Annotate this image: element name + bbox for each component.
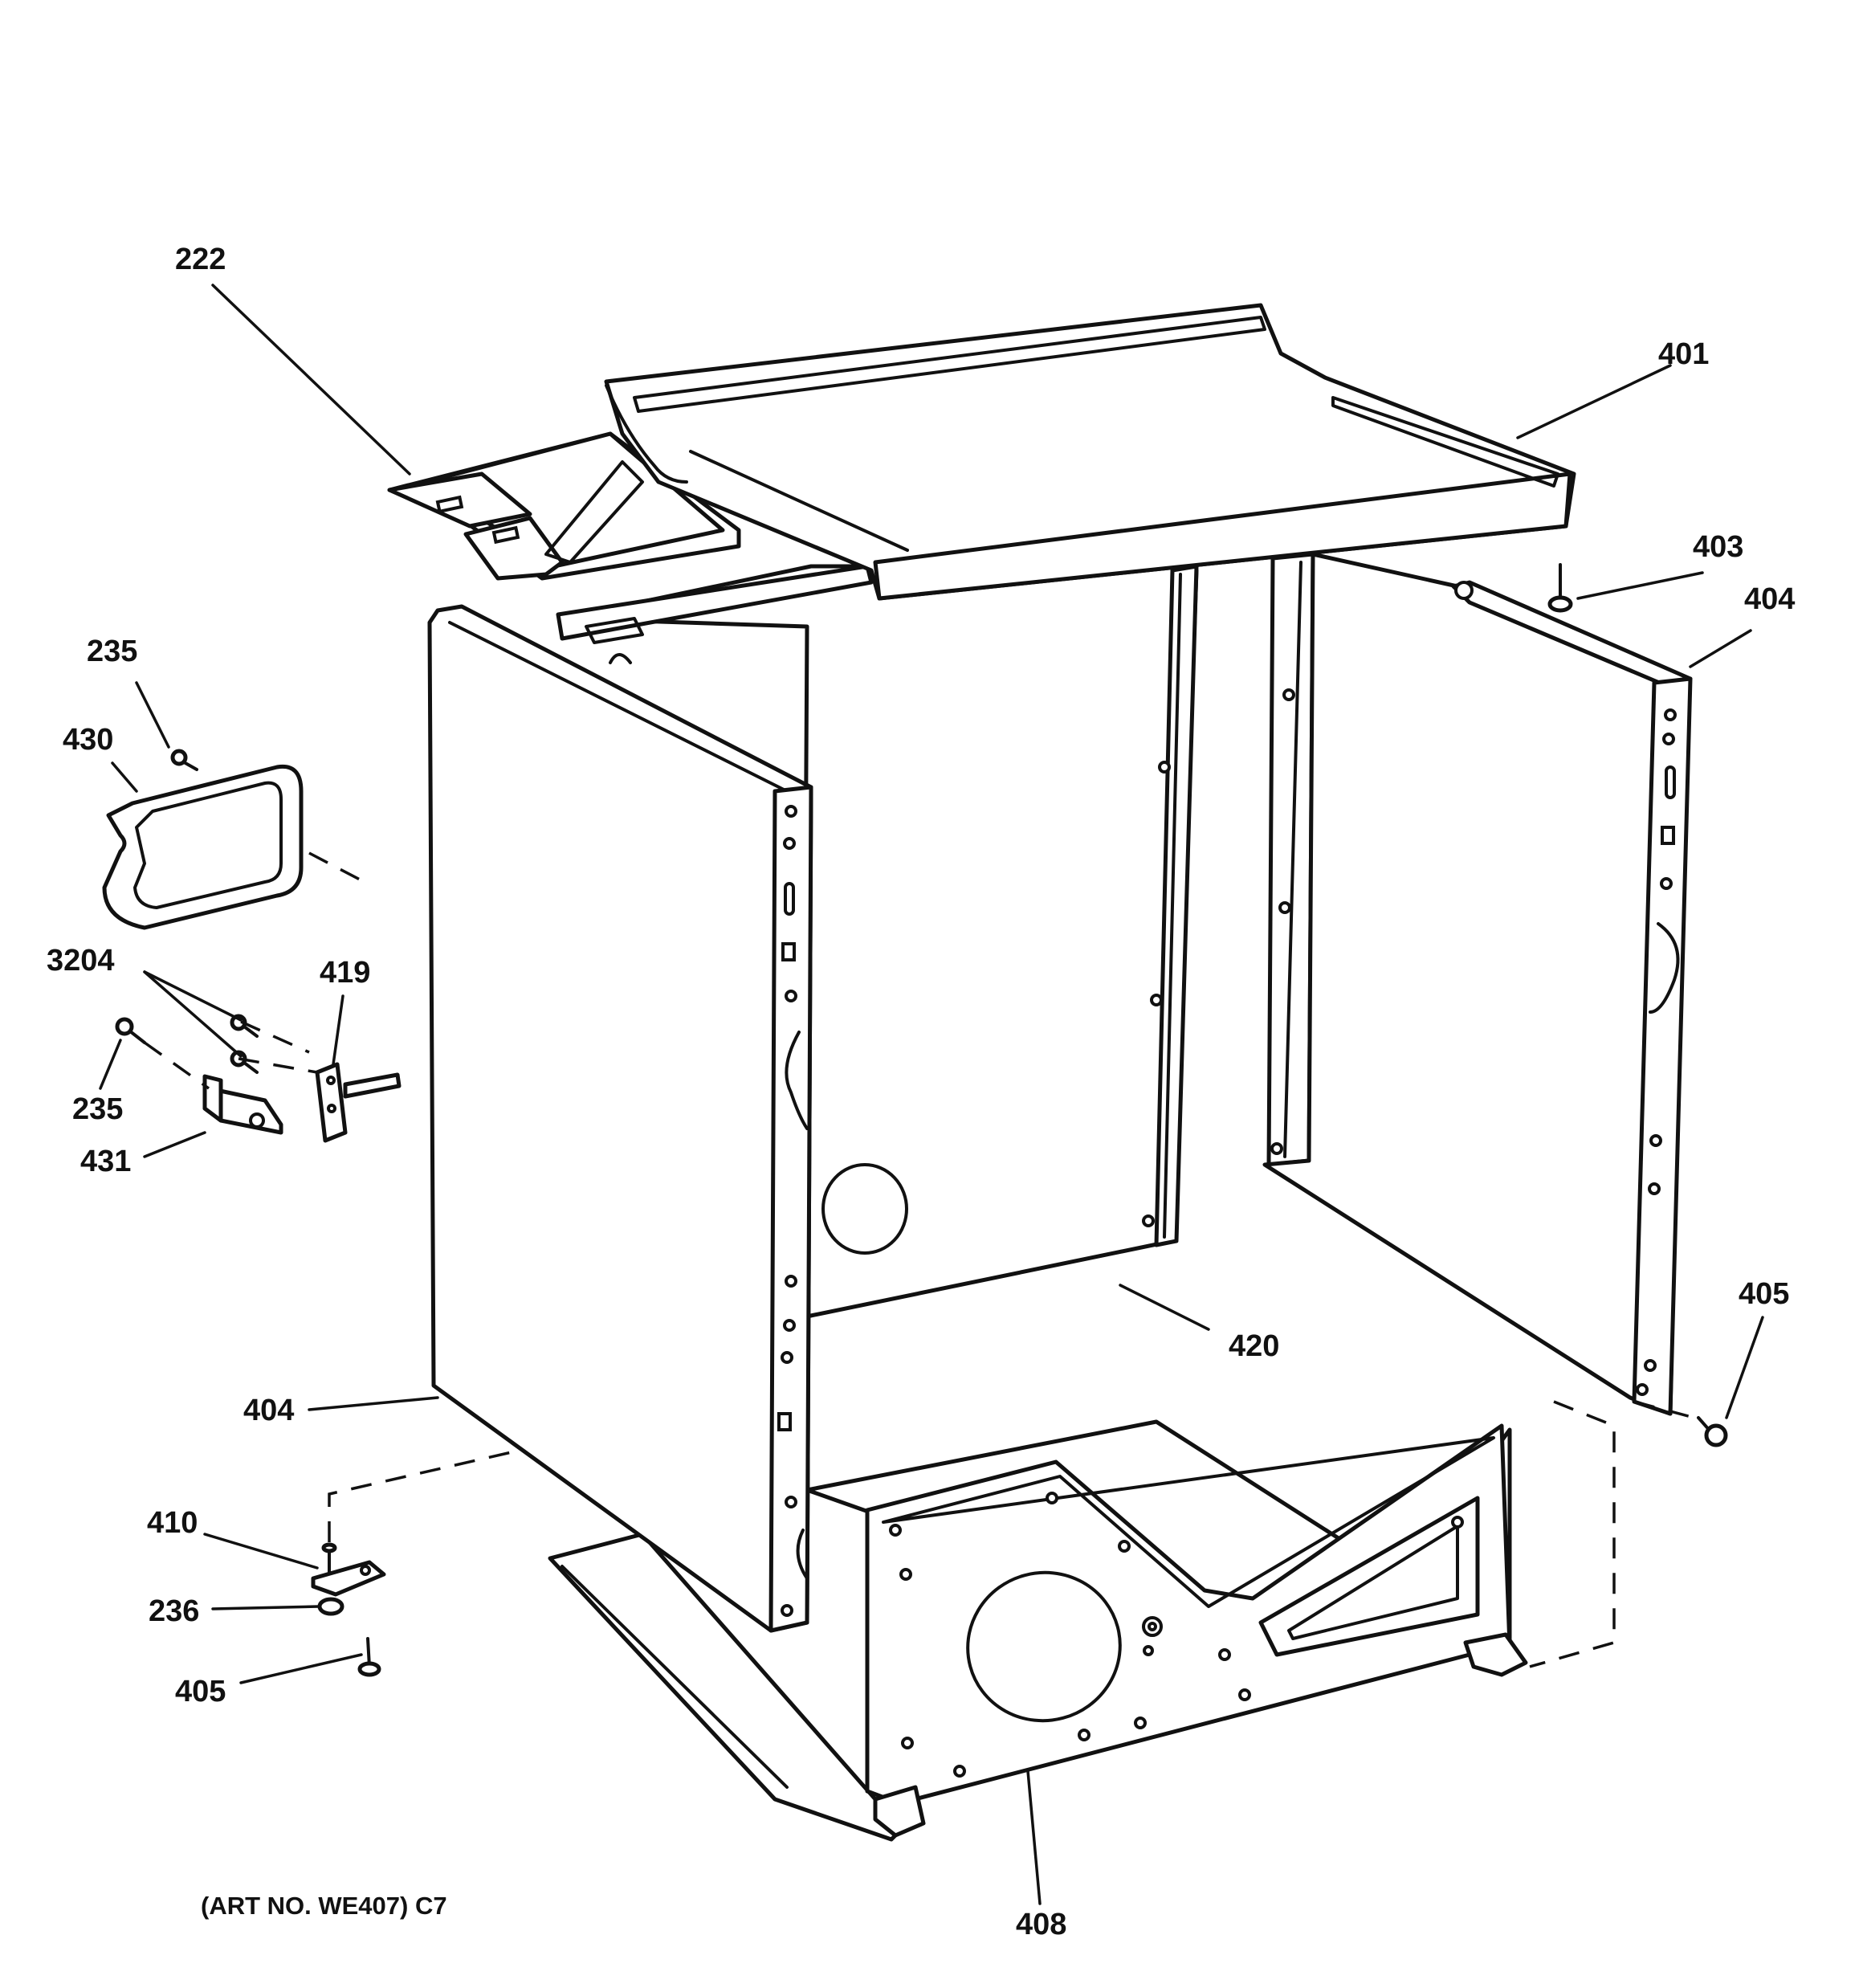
screw-part-405-right: [1697, 1416, 1728, 1447]
left-side-panel-part-404: [427, 604, 813, 1633]
callout-404-left: 404: [243, 1394, 294, 1427]
callout-labels: 222 401 403 404 235 430 3204 419 235 431…: [47, 243, 1795, 1941]
callout-403: 403: [1693, 530, 1743, 564]
screw-part-403: [1547, 563, 1573, 613]
strike-part-419: [315, 1062, 402, 1143]
bracket-part-410: [311, 1542, 386, 1597]
callout-401: 401: [1658, 337, 1709, 371]
right-side-panel-part-404: [1262, 552, 1693, 1416]
rear-panel-part-420: [556, 564, 1199, 1320]
screw-part-235-top: [170, 749, 198, 771]
washer-part-236: [317, 1597, 344, 1616]
callout-405-right: 405: [1739, 1277, 1789, 1311]
callout-235-top: 235: [87, 635, 137, 668]
callout-410: 410: [147, 1506, 198, 1540]
callout-3204: 3204: [47, 944, 115, 978]
screw-part-405-left: [357, 1637, 381, 1677]
base-mounting-holes: [889, 1492, 1464, 1778]
callout-236: 236: [149, 1594, 199, 1628]
callout-419: 419: [320, 956, 370, 990]
base-part-408: [548, 1419, 1528, 1842]
callout-430: 430: [63, 723, 113, 757]
callout-235-bottom: 235: [72, 1092, 123, 1126]
callout-leaders: [99, 284, 1764, 1905]
callout-222: 222: [175, 243, 226, 276]
callout-420: 420: [1229, 1329, 1279, 1363]
assembly-dashed-lines: [143, 851, 1695, 1668]
callout-408: 408: [1016, 1908, 1066, 1941]
bracket-part-431: [202, 1074, 283, 1135]
screw-part-235-bottom: [115, 1017, 146, 1044]
art-number: (ART NO. WE407) C7: [201, 1892, 447, 1920]
callout-404-right: 404: [1744, 582, 1795, 616]
bezel-part-430: [102, 764, 304, 930]
callout-405-left: 405: [175, 1675, 226, 1708]
callout-431: 431: [80, 1145, 131, 1178]
top-cover-part-401: [604, 303, 1576, 601]
